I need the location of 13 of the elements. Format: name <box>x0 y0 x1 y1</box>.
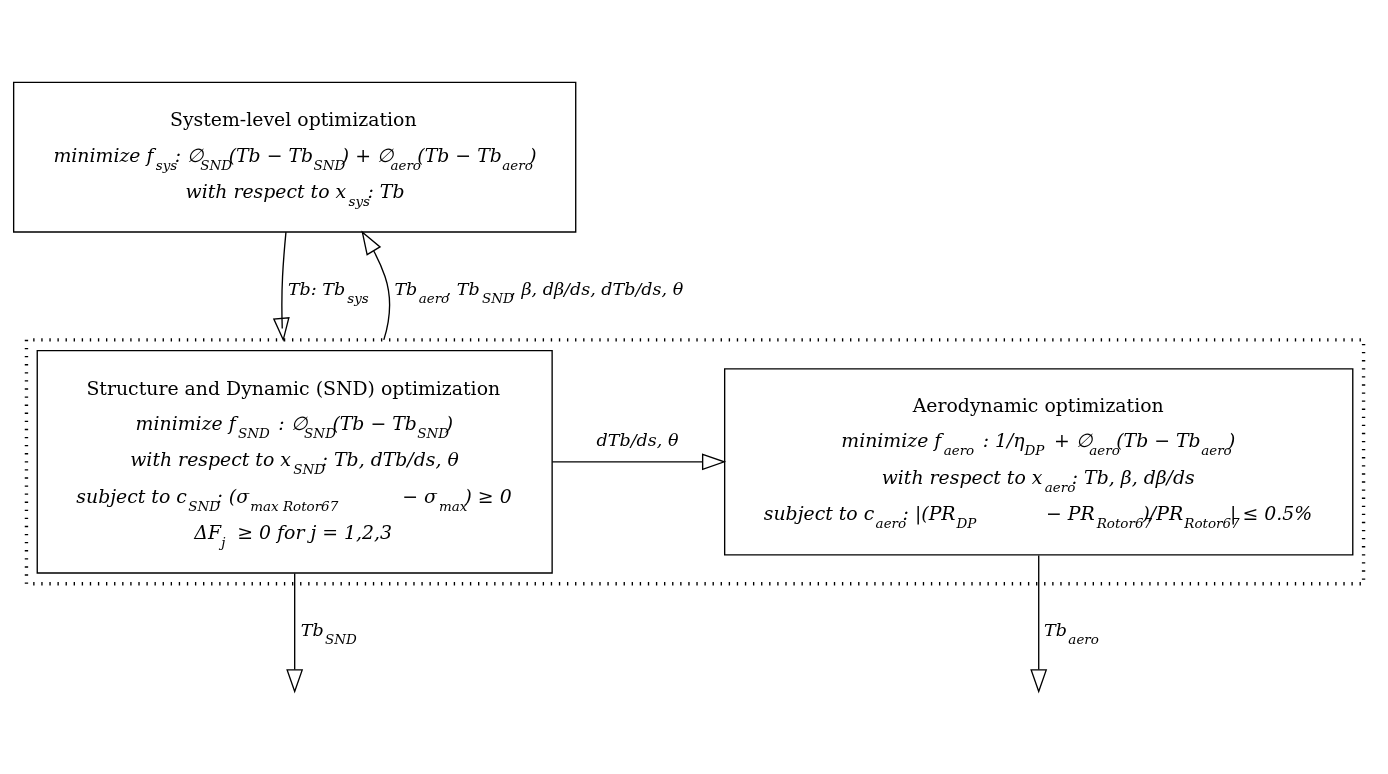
edge-label: Tb$_{aero}$, Tb$_{SND}$, β, dβ/ds, dTb/ds, θ <box>394 278 684 306</box>
cluster <box>24 337 1366 585</box>
edge-label: Tb: Tb$_{sys}$ <box>287 278 369 306</box>
node-box: Aerodynamic optimization minimize f$_{aero}$ : 1/η$_{DP}$ + ∅$_{aero}$(Tb − Tb$_{aero}$) with respect to x$_{aero}$: Tb, β, dβ/ds subject to c$_{aero}$: |(PR$_{DP}$ − PR$_{Rotor67}$)/PR$_{Rotor67}$| ≤ 0.5% <box>724 367 1354 555</box>
arrow <box>551 452 727 470</box>
node-box: System-level optimization minimize f$_{sys}$: ∅$_{SND}$(Tb − Tb$_{SND}$) + ∅$_{aero}$(Tb − Tb$_{aero}$) with respect to x$_{sys}$: Tb <box>12 81 577 233</box>
edge-label: Tb$_{SND}$ <box>300 619 357 647</box>
arrow <box>286 572 304 693</box>
arrow <box>272 230 290 342</box>
arrow <box>361 230 391 340</box>
edge-label: Tb$_{aero}$ <box>1044 619 1099 647</box>
arrow <box>1030 554 1048 693</box>
edge-label: dTb/ds, θ <box>596 429 679 450</box>
